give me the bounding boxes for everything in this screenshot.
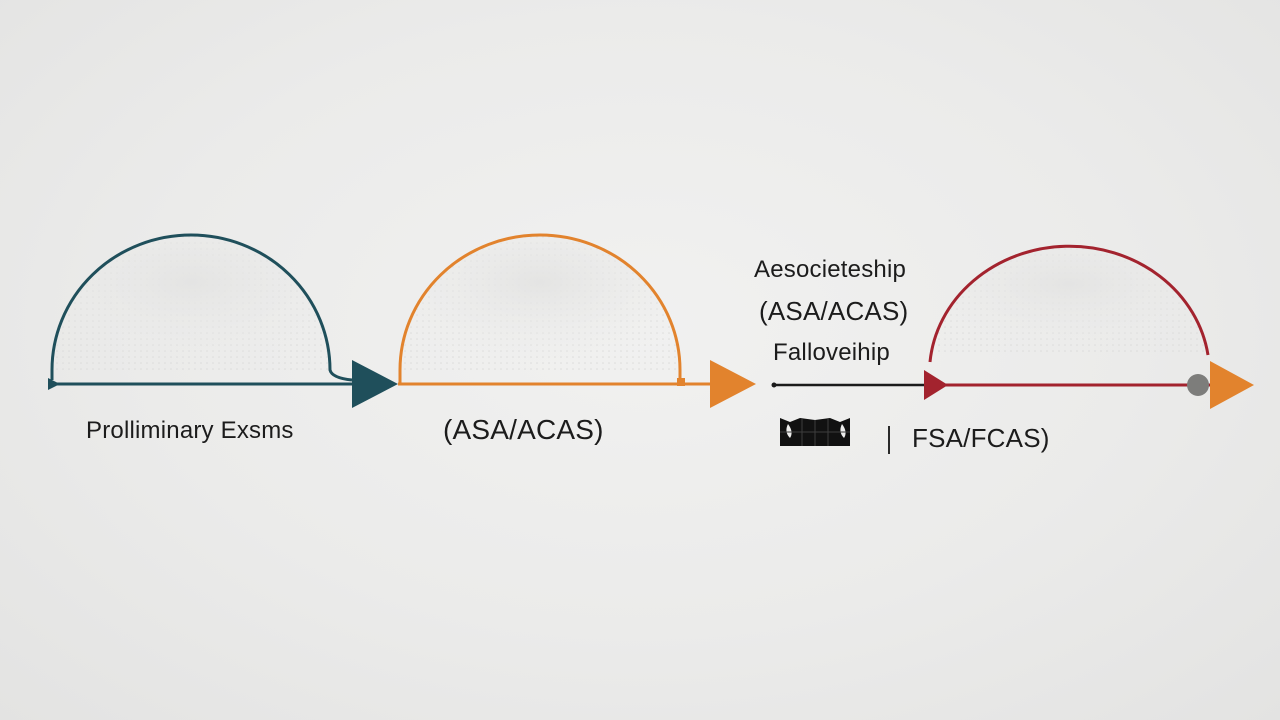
stage-3-label: FSA/FCAS): [912, 423, 1050, 453]
stage-3-start-marker: [924, 370, 948, 400]
circle-dot-icon: [1187, 374, 1209, 396]
stage-1-arc: [50, 233, 353, 382]
stage-1-segment: [48, 233, 398, 408]
open-book-icon: [780, 418, 850, 446]
stage-1-arrowhead: [352, 360, 398, 408]
stage-2-end-tick: [677, 378, 685, 386]
stage-3-arc-shade: [930, 245, 1208, 355]
stage-3-segment: [771, 244, 1254, 409]
stage-3-arrowhead: [1210, 361, 1254, 409]
associateship-credential-label: (ASA/ACAS): [759, 296, 909, 326]
fellowship-label: Falloveihip: [773, 339, 890, 366]
stage-1-arc-shade: [52, 235, 330, 370]
separator-bar: [888, 426, 890, 454]
stage-2-segment: [398, 233, 756, 408]
stage-1-start-marker: [48, 378, 60, 390]
stage-2-arc-shade: [400, 235, 680, 370]
associateship-label: Aesocieteship: [754, 256, 907, 283]
stage-2-label: (ASA/ACAS): [443, 414, 604, 445]
stage-3-arc: [928, 244, 1210, 363]
stage-2-arc: [398, 233, 682, 384]
stage-1-label: Prolliminary Exsms: [86, 417, 294, 444]
stage-2-arrowhead: [710, 360, 756, 408]
stage-3-lead-dot: [771, 382, 777, 388]
